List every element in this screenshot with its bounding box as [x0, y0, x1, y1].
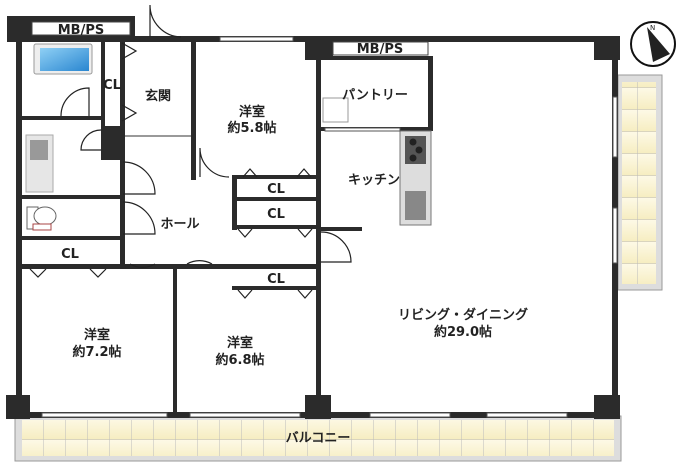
mbps-right-box — [332, 41, 429, 56]
closet-b-label: CL — [267, 207, 285, 222]
bedroom-mid-size: 約6.8帖 — [215, 352, 264, 368]
front-door — [149, 4, 182, 38]
bedroom-mid-name: 洋室 — [227, 335, 253, 351]
sink-bowl — [30, 140, 48, 160]
living-size: 約29.0帖 — [434, 324, 492, 340]
toilet-door — [122, 201, 156, 235]
bathtub-water — [40, 48, 89, 71]
closet-entrance-label: CL — [103, 78, 121, 93]
windows — [41, 36, 618, 418]
hall-label: ホール — [160, 217, 199, 232]
kitchen-sink-icon — [405, 191, 426, 220]
pantry-label: パントリー — [342, 88, 408, 103]
stove-burner-icon — [409, 138, 417, 146]
balcony-label: バルコニー — [286, 431, 351, 446]
closet-d-label: CL — [267, 272, 285, 287]
compass-north-label: N — [650, 24, 655, 32]
entrance-closet-doors — [121, 42, 138, 122]
closet-d-doors — [237, 289, 313, 299]
bedroom-top-door — [199, 147, 230, 178]
closet-door — [80, 129, 102, 151]
closet-c-doors — [29, 268, 107, 278]
bathroom-door — [60, 87, 90, 117]
balcony-bottom — [14, 415, 622, 462]
balcony-right — [617, 74, 663, 291]
closet-c-label: CL — [61, 247, 79, 262]
stove-burner-icon — [415, 146, 423, 154]
bedroom-mid-door — [186, 260, 213, 265]
toilet-icon — [26, 206, 57, 231]
mbps-right-label: MB/PS — [357, 42, 403, 57]
closet-b-doors — [237, 228, 313, 238]
mbps-left-label: MB/PS — [58, 23, 104, 38]
entrance-label: 玄関 — [145, 88, 171, 104]
bedroom-left-name: 洋室 — [84, 327, 110, 343]
bedroom-left-size: 約7.2帖 — [72, 344, 121, 360]
living-door — [320, 231, 352, 263]
closet-a-label: CL — [267, 182, 285, 197]
pantry-fridge-space — [322, 97, 349, 123]
western-top-size: 約5.8帖 — [227, 120, 276, 136]
compass-icon: N — [630, 21, 676, 67]
stove-burner-icon — [409, 154, 417, 162]
kitchen-counter — [399, 130, 432, 226]
kitchen-label: キッチン — [348, 173, 400, 188]
mbps-left-box — [31, 21, 131, 36]
doors[interactable] — [29, 4, 352, 299]
western-top-name: 洋室 — [239, 104, 265, 120]
bedroom-left-door — [129, 263, 156, 268]
living-name: リビング・ダイニング — [398, 307, 528, 323]
closet-a-doors — [242, 168, 312, 178]
washroom-door — [122, 161, 156, 195]
